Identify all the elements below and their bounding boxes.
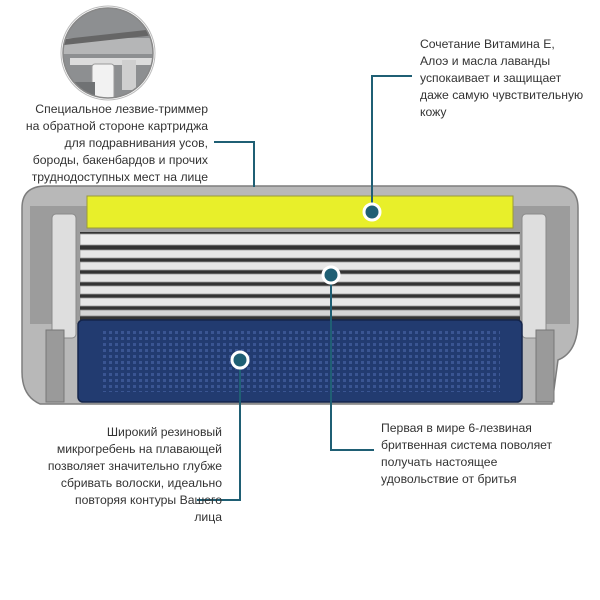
dot-blades (321, 265, 341, 285)
lubricant-strip (86, 195, 514, 229)
blades-group (79, 232, 521, 322)
leader-comb (197, 360, 241, 501)
leader-lines (197, 75, 412, 501)
dot-vitamin (362, 202, 382, 222)
leader-blades (330, 276, 374, 451)
microcomb (77, 319, 523, 403)
callout-trimmer: Специальное лезвие-триммер на обратной с… (25, 102, 208, 184)
leader-vitamin (371, 75, 412, 210)
dot-comb (230, 350, 250, 370)
leader-trimmer (214, 141, 255, 187)
callout-comb: Широкий резиновый микрогребень на плаваю… (47, 425, 222, 524)
callout-vitamin: Сочетание Витамина Е, Алоэ и масла лаван… (420, 37, 584, 119)
callout-blades: Первая в мире 6-лезвиная бритвенная сист… (381, 421, 553, 486)
trimmer-closeup-inset (60, 5, 156, 101)
callout-dots (230, 202, 382, 370)
